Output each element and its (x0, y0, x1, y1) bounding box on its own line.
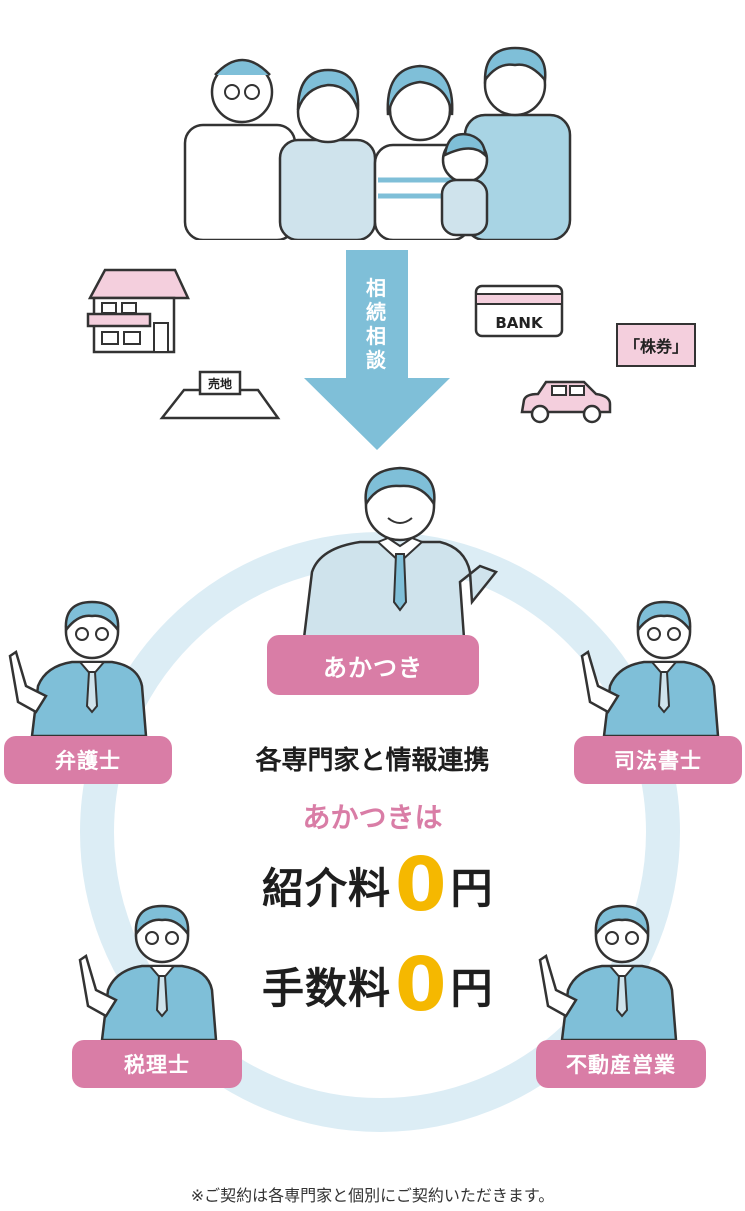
stock-label: 「株券」 (623, 337, 688, 356)
land-icon: 売地 (159, 370, 281, 420)
center-badge-label: あかつき (323, 653, 423, 682)
house-icon (86, 268, 190, 354)
flow-label: 相続相談 (366, 276, 386, 372)
fee-label: 紹介料 (262, 863, 392, 913)
advisor-illustration (302, 466, 499, 638)
expert-label-scrivener: 司法書士 (614, 749, 702, 773)
subline: あかつきは (302, 801, 443, 834)
stock-certificate-icon: 「株券」 (616, 323, 696, 367)
car-icon (520, 380, 612, 424)
down-arrow (304, 250, 450, 450)
expert-badge-lawyer: 弁護士 (4, 736, 172, 784)
fee-value: 0 (395, 942, 447, 1028)
realestate-illustration (538, 904, 678, 1040)
expert-label-realestate: 不動産営業 (566, 1053, 676, 1077)
footnote: ※ご契約は各専門家と個別にご契約いただきます。 (190, 1186, 555, 1205)
fee-value: 0 (395, 842, 447, 928)
expert-badge-tax: 税理士 (72, 1040, 242, 1088)
expert-label-lawyer: 弁護士 (55, 749, 121, 773)
headline: 各専門家と情報連携 (255, 746, 490, 776)
expert-badge-realestate: 不動産営業 (536, 1040, 706, 1088)
fee-row-referral: 紹介料 0 円 (262, 848, 493, 922)
fee-unit: 円 (450, 863, 493, 913)
land-label: 売地 (208, 376, 232, 391)
tax-accountant-illustration (78, 904, 218, 1040)
fee-row-commission: 手数料 0 円 (262, 948, 493, 1022)
bank-label: BANK (495, 314, 544, 332)
lawyer-illustration (8, 600, 148, 736)
scrivener-illustration (580, 600, 720, 736)
fee-unit: 円 (450, 963, 493, 1013)
fee-label: 手数料 (262, 963, 392, 1013)
bank-card-icon: BANK (474, 284, 564, 338)
family-illustration (183, 46, 572, 240)
expert-label-tax: 税理士 (124, 1053, 190, 1077)
center-badge: あかつき (267, 635, 479, 695)
expert-badge-scrivener: 司法書士 (574, 736, 742, 784)
